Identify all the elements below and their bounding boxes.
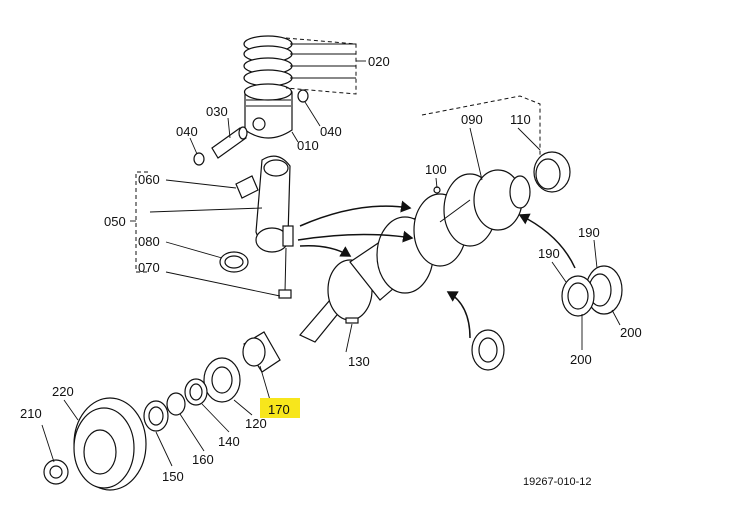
callout-170[interactable]: 170	[268, 402, 290, 417]
piston[interactable]	[243, 83, 293, 139]
callout-220[interactable]: 220	[52, 384, 74, 399]
callout-040-left[interactable]: 040	[176, 124, 198, 139]
callout-160[interactable]: 160	[192, 452, 214, 467]
piston-pin-clip-left[interactable]	[193, 152, 205, 166]
seal-collar[interactable]	[143, 400, 169, 432]
callout-130[interactable]: 130	[348, 354, 370, 369]
crank-gear[interactable]	[203, 357, 241, 403]
callout-190-upper[interactable]: 190	[578, 225, 600, 240]
callout-labels: 010 020 030 040 040 050 060 070 080 090 …	[20, 54, 642, 484]
callout-120[interactable]: 120	[245, 416, 267, 431]
callout-040-right[interactable]: 040	[320, 124, 342, 139]
callout-150[interactable]: 150	[162, 469, 184, 484]
callout-010[interactable]: 010	[297, 138, 319, 153]
main-bearing-front[interactable]	[533, 151, 571, 193]
callout-070[interactable]: 070	[138, 260, 160, 275]
crank-pin-bearing[interactable]	[219, 251, 249, 273]
callout-100[interactable]: 100	[425, 162, 447, 177]
callout-200-lower[interactable]: 200	[570, 352, 592, 367]
crankshaft[interactable]	[299, 169, 531, 343]
small-end-bushing[interactable]	[235, 175, 259, 199]
callout-020[interactable]: 020	[368, 54, 390, 69]
callout-110[interactable]: 110	[510, 112, 531, 127]
callout-140[interactable]: 140	[218, 434, 240, 449]
bearing-case-detail[interactable]	[471, 329, 505, 371]
callout-200-right[interactable]: 200	[620, 325, 642, 340]
piston-rings[interactable]	[243, 35, 293, 87]
diagram-reference-number: 19267-010-12	[523, 476, 592, 488]
callout-190-lower[interactable]: 190	[538, 246, 560, 261]
callout-080[interactable]: 080	[138, 234, 160, 249]
crank-key[interactable]	[345, 317, 359, 324]
thrust-bearing[interactable]	[561, 275, 595, 317]
crank-pulley[interactable]	[73, 397, 147, 491]
connecting-rod-bolt[interactable]	[278, 247, 292, 299]
callout-210[interactable]: 210	[20, 406, 42, 421]
callout-090[interactable]: 090	[461, 112, 483, 127]
connecting-rod[interactable]	[255, 155, 294, 253]
callout-050[interactable]: 050	[104, 214, 126, 229]
callout-030[interactable]: 030	[206, 104, 228, 119]
highlight-box	[260, 398, 300, 418]
piston-pin[interactable]	[211, 126, 248, 159]
callout-060[interactable]: 060	[138, 172, 160, 187]
o-ring[interactable]	[166, 392, 186, 416]
crank-gear-bushing[interactable]	[242, 331, 281, 373]
piston-pin-clip-right[interactable]	[297, 89, 309, 103]
pulley-nut[interactable]	[43, 459, 69, 485]
leader-lines	[41, 43, 621, 467]
collar[interactable]	[184, 378, 208, 406]
